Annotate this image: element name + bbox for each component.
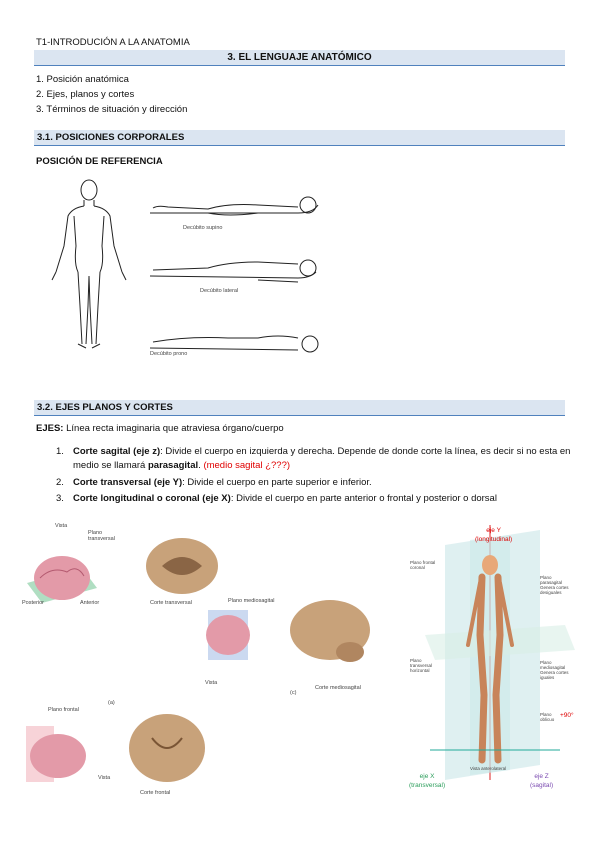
label-corte-mediosagital: Corte mediosagital — [315, 685, 361, 691]
label-corte-frontal: Corte frontal — [140, 790, 171, 796]
brain-mediosagital-figure — [206, 600, 370, 662]
corte-list-item-3: 3. Corte longitudinal o coronal (eje X):… — [56, 492, 576, 506]
item-text: : Divide el cuerpo en parte anterior o f… — [230, 493, 497, 504]
toc-item: 2. Ejes, planos y cortes — [36, 89, 135, 100]
label-eje-z: eje Z (sagital) — [530, 772, 553, 790]
item-bold: Corte transversal (eje Y) — [73, 477, 183, 488]
anatomical-position-figure — [51, 179, 127, 349]
label-plano-transversal: Plano transversal — [88, 530, 115, 542]
label-r-mediosagital: Plano mediosagital Genera cortes iguales — [540, 660, 569, 680]
item-bold: Corte sagital (eje z) — [73, 446, 161, 457]
label-r-parasagital: Plano parasagital Genera cortes desigual… — [540, 575, 569, 595]
document-header: T1-INTRODUCIÓN A LA ANATOMIA — [36, 37, 190, 48]
subheading-reference: POSICIÓN DE REFERENCIA — [36, 156, 163, 167]
decubito-prono-figure — [149, 335, 319, 353]
label-vista: Vista — [205, 680, 218, 686]
eje-z-sub: (sagital) — [530, 782, 554, 789]
list-number: 2. — [56, 477, 64, 488]
item-text: . — [198, 460, 204, 471]
page-title: 3. EL LENGUAJE ANATÓMICO — [34, 50, 565, 66]
eje-x-sub: (transversal) — [409, 782, 446, 789]
eje-y-sub: (longitudinal) — [475, 536, 513, 543]
label-vista: Vista — [55, 523, 68, 529]
list-number: 3. — [56, 493, 64, 504]
eje-z-name: eje Z — [534, 773, 549, 780]
item-text: : Divide el cuerpo en izquierda y derech… — [73, 446, 571, 471]
label-decubito-prono: Decúbito prono — [150, 351, 188, 357]
label-decubito-lateral: Decúbito lateral — [200, 288, 239, 294]
label-r-vista: Vista anterolateral — [470, 766, 507, 771]
corte-list-item-1: 1. Corte sagital (eje z): Divide el cuer… — [56, 445, 571, 473]
label-plus-90: +90° — [560, 712, 574, 719]
item-bold: parasagital — [147, 460, 199, 471]
label-plano-frontal: Plano frontal — [48, 707, 79, 713]
toc: 1. Posición anatómica 2. Ejes, planos y … — [36, 72, 187, 117]
section-heading-3-1: 3.1. POSICIONES CORPORALES — [34, 130, 565, 146]
item-text: : Divide el cuerpo en parte superior e i… — [182, 477, 372, 488]
label-r-transversal: Plano transversal horizontal — [410, 658, 433, 673]
label-corte-transversal: Corte transversal — [150, 600, 192, 606]
eje-y-name: eje Y — [486, 527, 501, 534]
item-bold: Corte longitudinal o coronal (eje X) — [73, 493, 231, 504]
label-r-plano-frontal: Plano frontal coronal — [410, 560, 436, 570]
label-a: (a) — [108, 700, 115, 706]
ejes-label: EJES: — [36, 423, 64, 434]
label-r-oblicuo: Plano oblicuo — [540, 712, 555, 722]
brain-transversal-figure — [27, 538, 218, 603]
ejes-text: Línea recta imaginaria que atraviesa órg… — [63, 423, 284, 434]
eje-x-name: eje X — [419, 773, 435, 780]
decubito-supino-figure — [150, 196, 319, 216]
brain-frontal-figure — [26, 714, 205, 782]
toc-item: 3. Términos de situación y dirección — [36, 104, 188, 115]
decubito-lateral-figure — [149, 259, 317, 283]
label-eje-y: eje Y (longitudinal) — [475, 526, 512, 544]
list-number: 1. — [56, 446, 64, 457]
label-posterior: Posterior — [22, 600, 45, 606]
label-anterior: Anterior — [80, 600, 100, 606]
label-c: (c) — [290, 690, 297, 696]
label-vista: Vista — [98, 775, 111, 781]
body-planes-figure — [425, 525, 575, 780]
section-heading-3-2: 3.2. EJES PLANOS Y CORTES — [34, 400, 565, 416]
toc-item: 1. Posición anatómica — [36, 74, 129, 85]
label-plano-mediosagital: Plano mediosagital — [228, 598, 275, 604]
item-note-red: (medio sagital ¿???) — [203, 460, 291, 471]
label-decubito-supino: Decúbito supino — [183, 225, 223, 231]
corte-list-item-2: 2. Corte transversal (eje Y): Divide el … — [56, 476, 571, 490]
label-eje-x: eje X (transversal) — [409, 772, 445, 790]
ejes-definition: EJES: Línea recta imaginaria que atravie… — [36, 422, 284, 436]
